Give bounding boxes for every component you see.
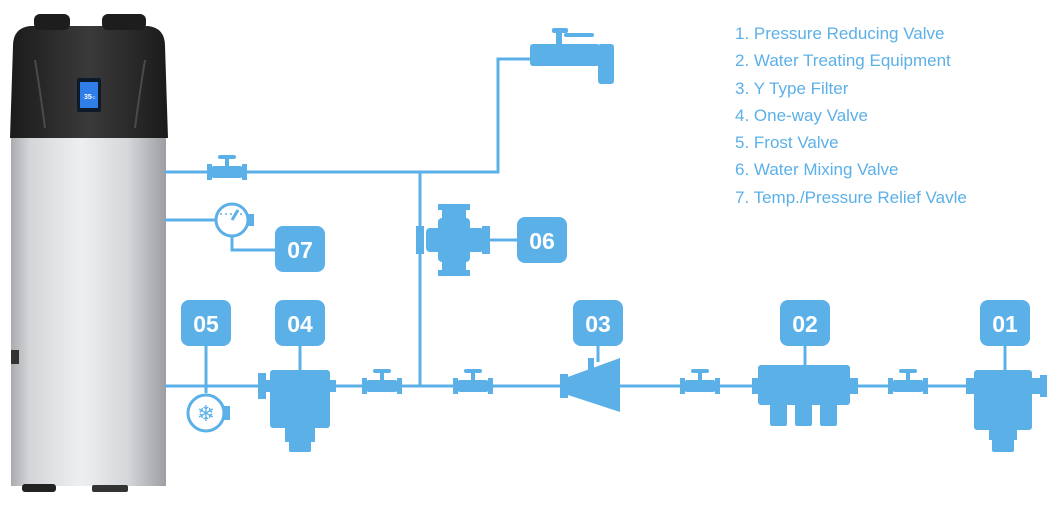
water-tap-icon[interactable] <box>530 28 614 84</box>
cold-line-valve-icon-d[interactable] <box>888 369 928 394</box>
legend-item: 3. Y Type Filter <box>735 78 849 98</box>
badge-04: 04 <box>275 300 325 346</box>
badge-07-label: 07 <box>287 237 313 263</box>
tank-base <box>22 484 56 492</box>
relief-badge-lead <box>230 230 277 252</box>
badge-06: 06 <box>517 217 567 263</box>
tap-riser-pipe <box>496 57 532 174</box>
top-contour-left <box>34 59 46 129</box>
y-type-filter-icon[interactable] <box>560 358 620 412</box>
badge-03-label: 03 <box>585 311 611 337</box>
badge-04-label: 04 <box>287 311 313 337</box>
component-legend: 1. Pressure Reducing Valve 2. Water Trea… <box>735 20 967 211</box>
cold-line-valve-icon-a[interactable] <box>362 369 402 394</box>
badge-02-label: 02 <box>792 311 818 337</box>
vent-right <box>102 14 146 30</box>
legend-item: 4. One-way Valve <box>735 105 868 125</box>
one-way-valve-icon[interactable] <box>258 370 336 452</box>
legend-item: 6. Water Mixing Valve <box>735 160 899 180</box>
water-treating-equipment-icon[interactable] <box>752 365 858 426</box>
display-temperature: 35 <box>84 94 92 101</box>
badge-06-label: 06 <box>529 228 555 254</box>
display-screen <box>80 82 98 108</box>
legend-item: 2. Water Treating Equipment <box>735 51 951 71</box>
top-contour-right <box>134 59 146 129</box>
legend-item: 5. Frost Valve <box>735 133 839 153</box>
display-unit: °C <box>91 95 96 100</box>
vent-left <box>34 14 70 30</box>
cold-line-valve-icon-b[interactable] <box>453 369 493 394</box>
legend-item: 1. Pressure Reducing Valve <box>735 24 945 43</box>
tank-foot <box>92 485 128 492</box>
legend-item: 7. Temp./Pressure Relief Vavle <box>735 187 967 207</box>
badge-01-label: 01 <box>992 311 1018 337</box>
water-mixing-valve-icon[interactable] <box>416 204 490 276</box>
side-port <box>11 350 19 364</box>
svg-text:❄: ❄ <box>197 402 215 427</box>
badge-02: 02 <box>780 300 830 346</box>
components: ❄ <box>186 28 1047 452</box>
pressure-gauge-icon[interactable] <box>214 202 254 238</box>
badge-05-label: 05 <box>193 311 219 337</box>
tank-body <box>11 136 166 486</box>
pressure-reducing-valve-icon[interactable] <box>966 370 1047 452</box>
heat-pump-water-heater: 35 °C <box>10 14 168 492</box>
badge-05: 05 <box>181 300 231 346</box>
badge-07: 07 <box>275 226 325 272</box>
frost-valve-icon[interactable]: ❄ <box>186 393 230 433</box>
badge-01: 01 <box>980 300 1030 346</box>
badge-03: 03 <box>573 300 623 346</box>
hot-line-valve-icon[interactable] <box>207 155 247 180</box>
badge-leads <box>204 346 1007 393</box>
cold-line-valve-icon-c[interactable] <box>680 369 720 394</box>
